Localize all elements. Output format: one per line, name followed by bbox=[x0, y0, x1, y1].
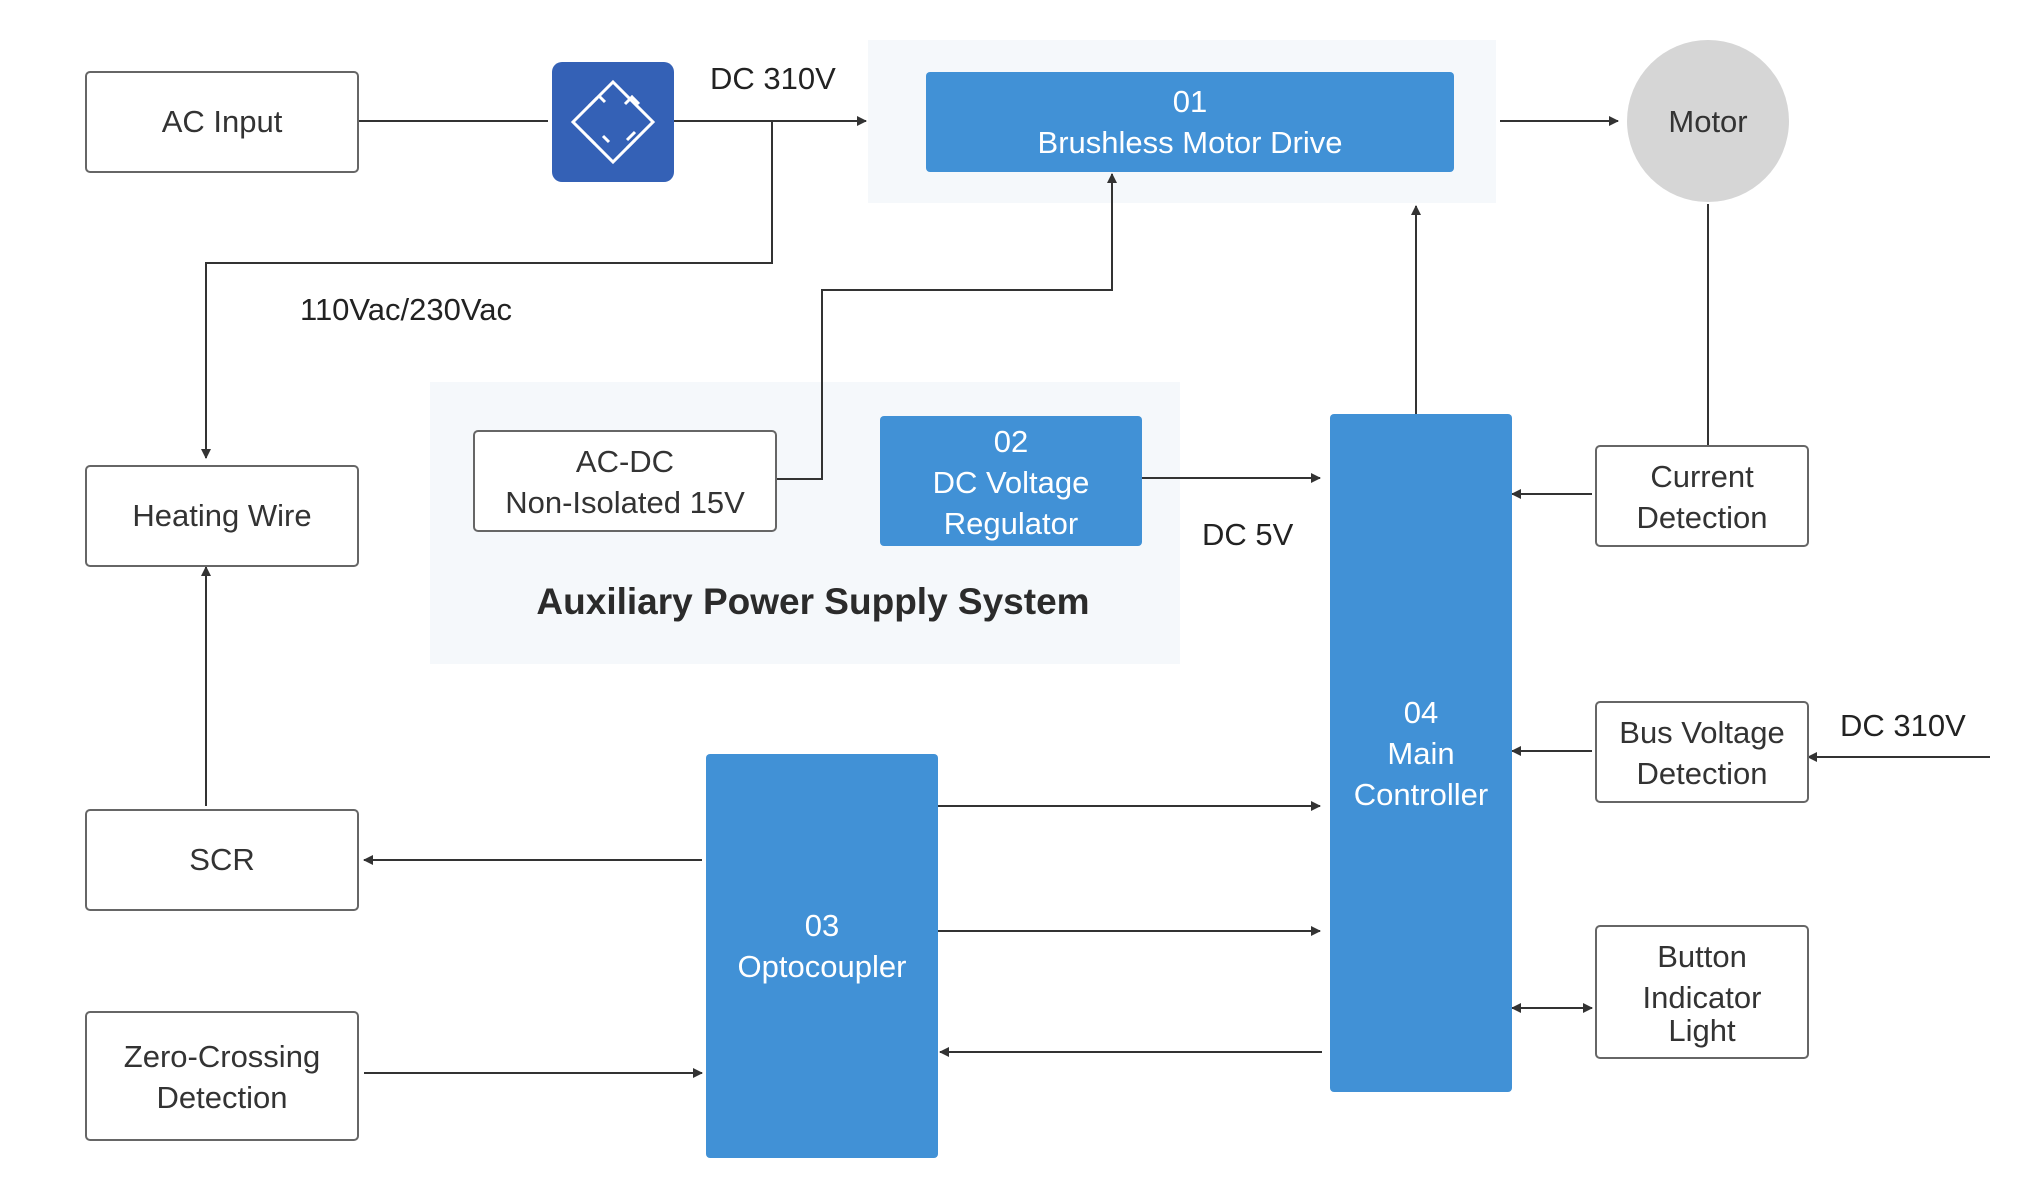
acdc-label-line2: Non-Isolated 15V bbox=[505, 485, 745, 520]
brushless-drive-number: 01 bbox=[1173, 84, 1207, 119]
dc5v-label: DC 5V bbox=[1202, 517, 1294, 552]
button-light-line2: Indicator bbox=[1643, 980, 1762, 1015]
button-light-line1: Button bbox=[1657, 939, 1747, 974]
motor-label: Motor bbox=[1668, 104, 1747, 139]
connectors bbox=[201, 116, 1990, 1078]
optocoupler-label: Optocoupler bbox=[738, 949, 907, 984]
regulator-label-line1: DC Voltage bbox=[933, 465, 1090, 500]
acdc-box bbox=[473, 430, 777, 532]
main-controller-label-line2: Controller bbox=[1354, 777, 1488, 812]
acdc-label-line1: AC-DC bbox=[576, 444, 674, 479]
brushless-drive-label: Brushless Motor Drive bbox=[1038, 125, 1343, 160]
optocoupler-block bbox=[706, 754, 938, 1158]
scr-box bbox=[85, 809, 359, 911]
regulator-label-line2: Regulator bbox=[944, 506, 1078, 541]
button-light-line3: Light bbox=[1668, 1013, 1736, 1048]
dc310v-top-label: DC 310V bbox=[710, 61, 836, 96]
zero-crossing-box bbox=[85, 1011, 359, 1141]
optocoupler-number: 03 bbox=[805, 908, 839, 943]
zero-crossing-line1: Zero-Crossing bbox=[124, 1039, 320, 1074]
bridge-rectifier-icon bbox=[570, 79, 656, 165]
bus-voltage-box bbox=[1595, 701, 1809, 803]
ac-input-box bbox=[85, 71, 359, 173]
branch-to-heating-wire-arrow bbox=[201, 121, 773, 459]
ac-input-label: AC Input bbox=[162, 104, 283, 139]
zero-crossing-line2: Detection bbox=[157, 1080, 288, 1115]
current-detection-box bbox=[1595, 445, 1809, 547]
button-light-box bbox=[1595, 925, 1809, 1059]
brushless-drive-block bbox=[926, 72, 1454, 172]
dc310v-right-label: DC 310V bbox=[1840, 708, 1966, 743]
main-controller-label-line1: Main bbox=[1387, 736, 1454, 771]
heating-wire-label: Heating Wire bbox=[132, 498, 311, 533]
bus-voltage-line2: Detection bbox=[1637, 756, 1768, 791]
current-detection-line1: Current bbox=[1650, 459, 1754, 494]
main-controller-block bbox=[1330, 414, 1512, 1092]
aux-power-title: Auxiliary Power Supply System bbox=[536, 581, 1089, 622]
scr-label: SCR bbox=[189, 842, 254, 877]
bus-voltage-line1: Bus Voltage bbox=[1619, 715, 1784, 750]
bridge-rectifier bbox=[552, 62, 674, 182]
regulator-number: 02 bbox=[994, 424, 1028, 459]
acdc-to-drive-arrow bbox=[776, 173, 1117, 480]
vac-label: 110Vac/230Vac bbox=[300, 292, 512, 327]
main-controller-number: 04 bbox=[1404, 695, 1438, 730]
motor-circle bbox=[1627, 40, 1789, 202]
rectifier-box bbox=[552, 62, 674, 182]
current-detection-line2: Detection bbox=[1637, 500, 1768, 535]
regulator-block bbox=[880, 416, 1142, 546]
heating-wire-box bbox=[85, 465, 359, 567]
